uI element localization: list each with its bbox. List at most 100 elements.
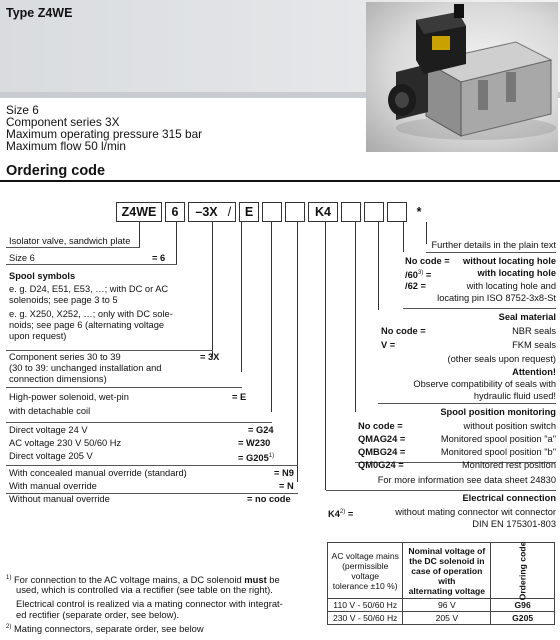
code-box-voltage bbox=[262, 202, 282, 222]
locating-hole-text-value: without locating hole bbox=[463, 256, 556, 266]
spec-line-4: Maximum flow 50 l/min bbox=[6, 139, 126, 153]
footnote-2: 2) Mating connectors, separate order, se… bbox=[6, 622, 204, 635]
locating-hole-code: No code = bbox=[405, 256, 450, 266]
spool-text: upon request) bbox=[9, 331, 67, 341]
spec-line-2: Component series 3X bbox=[6, 115, 120, 129]
table-header-nominal: Nominal voltage of the DC solenoid in ca… bbox=[402, 542, 492, 599]
spool-text: solenoids; see page 3 to 5 bbox=[9, 295, 118, 305]
seal-text: FKM seals bbox=[512, 340, 556, 350]
voltage-code: = G24 bbox=[248, 425, 274, 435]
code-box-further: * bbox=[410, 202, 428, 222]
component-series-note: connection dimensions) bbox=[9, 374, 107, 384]
manual-override-code: = no code bbox=[247, 494, 291, 504]
equals-sign: = bbox=[345, 509, 354, 520]
voltage-code: = G2051) bbox=[238, 451, 274, 464]
spool-monitoring-more: For more information see data sheet 2483… bbox=[377, 475, 556, 485]
table-header-code: Ordering code bbox=[490, 541, 555, 600]
header-band-rule bbox=[0, 92, 560, 98]
code-box-seal bbox=[364, 202, 384, 222]
voltage-code: = W230 bbox=[238, 438, 271, 448]
spool-monitoring-text: Monitored spool position "b" bbox=[440, 447, 556, 457]
row-separator bbox=[6, 247, 140, 248]
footnote-ref: 1) bbox=[268, 453, 275, 459]
component-series-note: (30 to 39: unchanged installation and bbox=[9, 363, 162, 373]
component-series-label: Component series 30 to 39 bbox=[9, 352, 121, 362]
table-row: 110 V - 50/60 Hz 96 V G96 bbox=[326, 598, 555, 612]
code-box-row: Z4WE 6 –3X / E K4 * bbox=[116, 202, 431, 222]
row-separator bbox=[355, 462, 556, 463]
row-separator bbox=[426, 252, 556, 253]
electrical-connection-code: K42) = bbox=[328, 507, 353, 520]
type-title: Type Z4WE bbox=[6, 6, 73, 20]
locating-hole-text: without locating hole bbox=[463, 256, 556, 267]
voltage-label: Direct voltage 205 V bbox=[9, 451, 93, 461]
code-box-connection: K4 bbox=[308, 202, 338, 222]
spool-symbols-title: Spool symbols bbox=[9, 271, 76, 281]
code-box-type: Z4WE bbox=[116, 202, 162, 222]
footnote-text: For connection to the AC voltage mains, … bbox=[13, 574, 245, 586]
seal-note: (other seals upon request) bbox=[447, 354, 556, 364]
footnote-1-line-3: Electrical control is realized via a mat… bbox=[16, 598, 283, 609]
equals-sign: = bbox=[423, 270, 432, 281]
locating-hole-text-value: with locating hole bbox=[477, 268, 556, 278]
connector-line bbox=[271, 222, 272, 412]
row-separator bbox=[378, 403, 556, 404]
row-separator bbox=[6, 422, 272, 423]
electrical-connection-code-text: K4 bbox=[328, 509, 340, 520]
table-cell-nominal: 205 V bbox=[402, 611, 492, 625]
attention-title: Attention! bbox=[512, 367, 556, 377]
code-box-size: 6 bbox=[165, 202, 185, 222]
row-separator bbox=[6, 387, 242, 388]
spool-text: e. g. D24, E51, E53, …; with DC or AC bbox=[9, 284, 169, 294]
connector-line bbox=[212, 222, 213, 357]
connector-line bbox=[297, 222, 298, 482]
footnote-text: be bbox=[266, 574, 280, 586]
row-separator bbox=[326, 490, 556, 491]
seal-text: NBR seals bbox=[512, 326, 556, 336]
product-photo bbox=[366, 2, 558, 152]
connector-line bbox=[139, 222, 140, 247]
component-series-code: = 3X bbox=[200, 352, 220, 362]
footnote-marker: 1) bbox=[6, 575, 12, 581]
footnote-ref: 2) bbox=[339, 509, 346, 515]
connector-line bbox=[355, 222, 356, 412]
table-header-line: tolerance ±10 %) bbox=[332, 580, 398, 591]
code-box-monitoring bbox=[341, 202, 361, 222]
footnote-1-line-2: used, which is controlled via a rectifie… bbox=[16, 584, 273, 595]
table-header-line: alternating voltage bbox=[408, 585, 486, 596]
solenoid-label: High-power solenoid, wet-pin bbox=[9, 392, 129, 402]
row-separator bbox=[403, 308, 556, 309]
locating-hole-text: with locating hole bbox=[477, 268, 556, 279]
voltage-table: AC voltage mains (permissible voltage to… bbox=[326, 541, 555, 625]
manual-override-label: Without manual override bbox=[9, 494, 110, 504]
code-box-solenoid: E bbox=[239, 202, 259, 222]
manual-override-label: With manual override bbox=[9, 481, 97, 491]
connector-line bbox=[426, 222, 427, 244]
voltage-code-text: = G205 bbox=[238, 453, 269, 464]
table-header-code-text: Ordering code bbox=[517, 541, 528, 600]
table-cell-code: G96 bbox=[490, 598, 555, 612]
connector-line bbox=[378, 222, 379, 310]
solenoid-code: = E bbox=[232, 392, 247, 402]
table-row: 230 V - 50/60 Hz 205 V G205 bbox=[326, 611, 555, 625]
locating-hole-text: locating pin ISO 8752-3x8-St bbox=[437, 293, 556, 303]
spool-monitoring-code: QM0G24 = bbox=[358, 460, 404, 470]
table-header-row: AC voltage mains (permissible voltage to… bbox=[326, 541, 555, 600]
connector-line bbox=[241, 222, 242, 372]
electrical-connection-text: DIN EN 175301-803 bbox=[472, 519, 556, 529]
spool-monitoring-text: Monitored rest position bbox=[461, 460, 556, 470]
table-cell-nominal: 96 V bbox=[402, 598, 492, 612]
size-label: Size 6 bbox=[9, 253, 35, 263]
row-separator bbox=[6, 350, 213, 351]
isolator-label: Isolator valve, sandwich plate bbox=[9, 236, 131, 246]
attention-text: hydraulic fluid used! bbox=[473, 391, 556, 401]
spool-monitoring-code: No code = bbox=[358, 421, 403, 431]
table-header-line: case of operation with bbox=[411, 565, 483, 586]
seal-code: V = bbox=[381, 340, 396, 350]
table-cell-code: G205 bbox=[490, 611, 555, 625]
ordering-code-title: Ordering code bbox=[6, 163, 106, 179]
connector-line bbox=[403, 222, 404, 252]
table-header-line: AC voltage mains bbox=[331, 550, 399, 561]
footnote-1-line-4: ed rectifier (separate order, see below)… bbox=[16, 609, 180, 620]
locating-hole-code: /603) = bbox=[405, 268, 431, 281]
